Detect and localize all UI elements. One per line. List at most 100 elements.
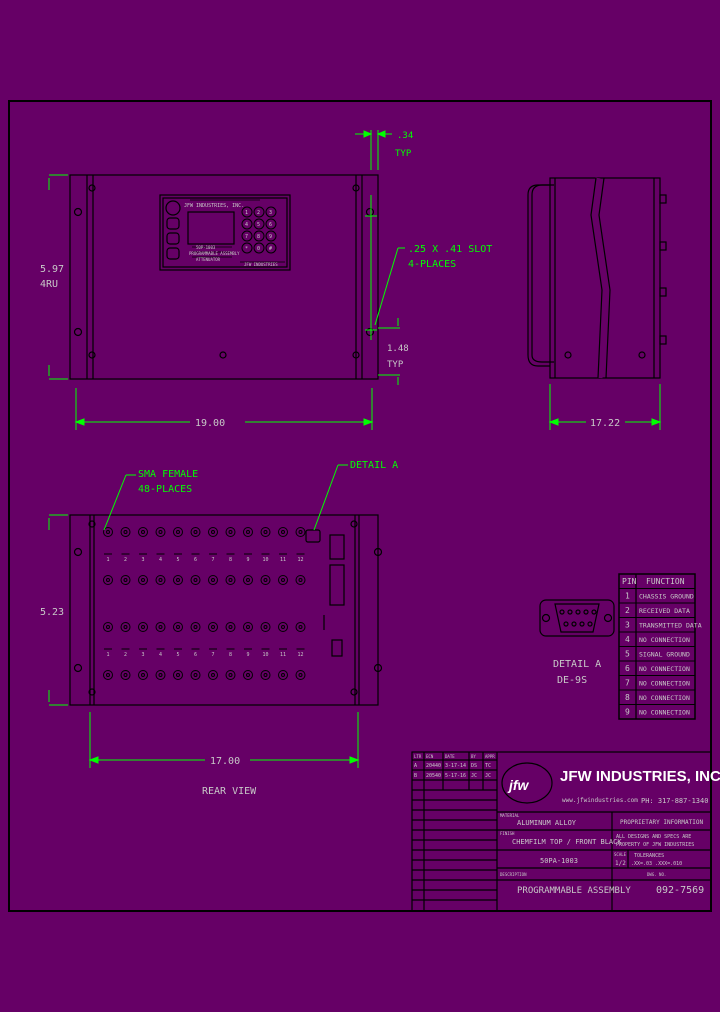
pin-number: 3: [625, 621, 630, 630]
tolerances-value: .XX=.03 .XXX=.010: [631, 861, 682, 867]
sma-connector-pin: [123, 625, 128, 629]
sma-connector: [103, 622, 113, 632]
sma-connector-pin: [123, 578, 128, 582]
panel-line2: PROGRAMMABLE ASSEMBLY: [189, 251, 240, 256]
pin-number: 5: [625, 650, 630, 659]
keypad-key-label: 7: [245, 234, 248, 240]
jfw-logo-mark: [501, 762, 553, 804]
sma-connector: [190, 575, 201, 585]
title-block: [411, 751, 712, 912]
sma-connector: [155, 670, 166, 680]
channel-number: 2: [124, 652, 127, 658]
sma-connector-pin: [106, 578, 110, 582]
rev-cell: DS: [471, 763, 477, 769]
sma-connector: [173, 527, 183, 537]
keypad-key-label: 1: [245, 210, 248, 216]
front-panel-outline: [69, 174, 379, 380]
keypad-key: [253, 242, 265, 254]
material: ALUMINUM ALLOY: [517, 819, 577, 827]
sma-connector-pin: [281, 530, 285, 534]
sma-connector-pin: [193, 673, 198, 677]
rev-header: APPR: [485, 754, 495, 759]
sma-connector: [278, 670, 288, 680]
sma-connector: [173, 575, 183, 585]
pin-table-header-function: FUNCTION: [646, 577, 685, 586]
rear-height-dim: 5.23: [40, 607, 64, 618]
sma-connector-pin: [123, 673, 128, 677]
rev-cell: TC: [485, 763, 491, 769]
rev-header: ECN: [426, 754, 434, 759]
sma-connector: [103, 527, 113, 537]
keypad-key-label: 2: [257, 210, 260, 216]
front-height-dim: 5.97: [40, 264, 64, 275]
dwg-no-label: DWG. NO.: [647, 872, 666, 877]
drawing-number: 092-7569: [656, 885, 704, 896]
sma-connector-pin: [281, 578, 285, 582]
panel-line1: 50P-1003: [196, 245, 216, 250]
sma-connector-pin: [176, 530, 180, 534]
channel-number: 9: [247, 652, 250, 658]
sma-connector-pin: [158, 673, 163, 677]
rear-view-caption: REAR VIEW: [202, 786, 257, 797]
rear-dimensions: [48, 464, 360, 768]
sma-connector: [225, 670, 236, 680]
sma-connector: [295, 527, 306, 537]
sma-connector: [260, 575, 271, 585]
sheet-border: [8, 100, 712, 912]
notice-line2: PROPERTY OF JFW INDUSTRIES: [616, 842, 694, 848]
sma-connector: [260, 670, 271, 680]
channel-number: 2: [124, 557, 127, 563]
pin-function: RECEIVED DATA: [639, 607, 690, 615]
sma-connector-pin: [106, 530, 110, 534]
front-dimensions: [48, 130, 405, 430]
channel-number: 6: [194, 652, 197, 658]
side-depth-dim: 17.22: [590, 418, 620, 429]
keypad-key-label: 3: [269, 210, 272, 216]
pin-number: 6: [625, 664, 630, 673]
sma-connector: [155, 575, 166, 585]
rev-cell: B: [414, 773, 417, 779]
proprietary-header: PROPRIETARY INFORMATION: [620, 819, 703, 826]
sma-connector: [278, 575, 288, 585]
front-bottom-dim-typ: TYP: [387, 360, 404, 370]
channel-number: 4: [159, 557, 162, 563]
sma-connector-pin: [298, 530, 303, 534]
company-website: www.jfwindustries.com: [562, 797, 638, 804]
channel-number: 8: [229, 557, 232, 563]
channel-number: 12: [298, 652, 304, 658]
pin-number: 7: [625, 679, 630, 688]
sma-connector-pin: [228, 625, 233, 629]
keypad-key: [265, 230, 277, 242]
sma-connector: [225, 527, 236, 537]
slot-note-places: 4-PLACES: [408, 259, 456, 270]
sma-connector-pin: [176, 625, 180, 629]
channel-number: 7: [212, 652, 215, 658]
channel-number: 12: [298, 557, 304, 563]
description: PROGRAMMABLE ASSEMBLY: [517, 886, 631, 896]
sma-connector-pin: [193, 530, 198, 534]
sma-connector-pin: [246, 625, 250, 629]
channel-number: 11: [280, 557, 286, 563]
sma-note-places: 48-PLACES: [138, 484, 192, 495]
channel-number: 6: [194, 557, 197, 563]
rev-cell: JC: [485, 773, 491, 779]
detail-label: DETAIL A: [553, 659, 601, 670]
scale-value: 1/2: [615, 860, 626, 867]
sma-connector-pin: [246, 530, 250, 534]
company-phone: PH: 317-887-1340: [641, 797, 708, 805]
keypad-key: [241, 242, 253, 254]
sma-connector: [278, 527, 288, 537]
keypad-key: [265, 242, 277, 254]
keypad-key: [241, 206, 253, 218]
pin-table-header-pin: PIN: [622, 577, 637, 586]
sma-connector: [243, 527, 253, 537]
sma-connector-pin: [263, 673, 268, 677]
sma-connector: [120, 622, 131, 632]
sma-connector: [120, 670, 131, 680]
keypad-key-label: 4: [245, 222, 248, 228]
pin-number: 9: [625, 708, 630, 717]
